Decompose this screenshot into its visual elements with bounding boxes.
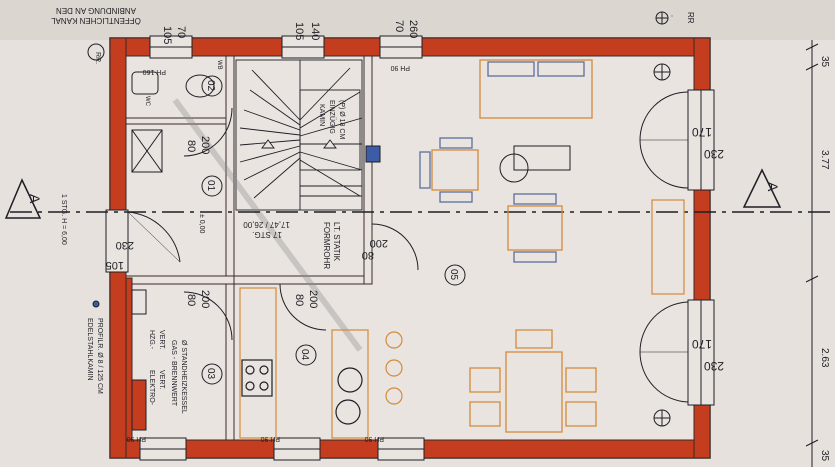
window2-a: 170: [692, 337, 712, 351]
section-a-right: A: [765, 182, 781, 192]
bottom-dim-1: PH 90: [126, 435, 146, 442]
window2-b: 230: [704, 359, 724, 373]
duct-line: [172, 98, 363, 352]
door1-a: 80: [185, 140, 197, 152]
room-04: 04: [299, 349, 310, 361]
bottom-dim-2: PH 90: [260, 435, 280, 442]
dim-right-4: 35: [819, 450, 830, 462]
label-wb: WB: [216, 60, 222, 70]
label-edelstahl-2: PROFILR. Ø 8 / 125 CM: [96, 318, 103, 394]
label-edelstahl: EDELSTAHLKAMIN: [86, 318, 93, 381]
door3-a: 80: [293, 294, 305, 306]
label-rr-left: RR.: [94, 52, 101, 64]
top-dim-3a: 70: [393, 20, 405, 32]
dim-right-2: 3.77: [819, 150, 830, 170]
label-formrohr-2: LT. STATIK: [332, 222, 341, 262]
top-dim-2b: 140: [309, 22, 321, 40]
door4-b: 200: [370, 237, 388, 249]
label-kamin-3: (P) Ø 18 CM: [338, 100, 345, 139]
label-rr-top: RR: [686, 12, 695, 24]
dim-right-3: 2.63: [819, 348, 830, 368]
bottom-dim-3: PH 90: [364, 435, 384, 442]
door2-a: 80: [185, 294, 197, 306]
entry-a: 105: [106, 259, 124, 271]
right-windows: [639, 89, 715, 406]
room-02: 02: [205, 80, 216, 92]
top-dim-3b: 260: [407, 20, 419, 38]
interior-doors: [183, 107, 419, 341]
paper-top-shade: [0, 0, 835, 40]
dim-right-1: 35: [819, 56, 830, 68]
window1-a: 170: [692, 125, 712, 139]
label-gas-2: Ø STANDHEIZKESSEL: [180, 340, 187, 414]
top-dim-2a: 105: [293, 22, 305, 40]
room-circles: [87, 15, 673, 385]
label-kamin-2: EINZÜGIG: [328, 100, 336, 134]
label-stairs-2: 17,47 / 26,00: [243, 220, 290, 229]
label-gas: GAS - BRENNWERT: [170, 340, 177, 407]
label-level: ± 0,00: [198, 214, 205, 234]
outer-walls: [109, 37, 711, 459]
sideboard: [651, 199, 685, 295]
section-a-left: A: [27, 194, 43, 204]
label-canal-2: ÖFFENTLICHEN KANAL: [51, 16, 141, 25]
label-elektro-2: VERT.: [158, 370, 165, 390]
wc-fixtures: [131, 71, 215, 173]
top-dim-1b: 70: [175, 26, 187, 38]
label-ph90-top: PH 90: [390, 64, 410, 71]
entry-door: [105, 209, 181, 273]
door2-b: 200: [199, 290, 211, 308]
label-stg-h: 1 STG. H = 6,00: [60, 194, 67, 245]
right-dimension-line: [805, 40, 819, 467]
room-03: 03: [205, 368, 216, 380]
entry-b: 230: [116, 239, 134, 251]
armchair-1: [419, 137, 479, 203]
label-wc: WC: [144, 96, 150, 107]
section-line: [4, 168, 835, 219]
top-windows: [149, 35, 423, 59]
label-elektro: ELEKTRO-: [148, 370, 155, 406]
label-hzg-2: VERT.: [158, 330, 165, 350]
label-kamin: KAMIN: [318, 104, 325, 126]
door4-a: 80: [362, 249, 374, 261]
label-formrohr: FORMROHR: [322, 222, 331, 269]
interior-walls: [125, 55, 373, 441]
staircase: [235, 59, 363, 211]
door3-b: 200: [307, 290, 319, 308]
coffee-table: [499, 145, 571, 183]
door1-b: 200: [199, 136, 211, 154]
ceiling-lights: [653, 11, 671, 427]
armchair-2: [507, 193, 563, 263]
label-stairs: 17 STG.: [252, 230, 282, 239]
top-dim-1a: 105: [161, 26, 173, 44]
electric-symbols: [92, 289, 147, 431]
chimney-symbol: [365, 145, 381, 163]
room-05: 05: [448, 269, 459, 281]
label-canal: ANBINDUNG AN DEN: [56, 6, 136, 15]
label-hzg: HZG.-: [148, 330, 155, 350]
bottom-windows: [139, 437, 425, 461]
window1-b: 230: [704, 147, 724, 161]
sofa: [479, 59, 593, 119]
room-01: 01: [205, 180, 216, 192]
dining-table: [469, 329, 597, 433]
label-ph160: PH 160: [143, 68, 166, 75]
kitchen: [239, 287, 403, 439]
